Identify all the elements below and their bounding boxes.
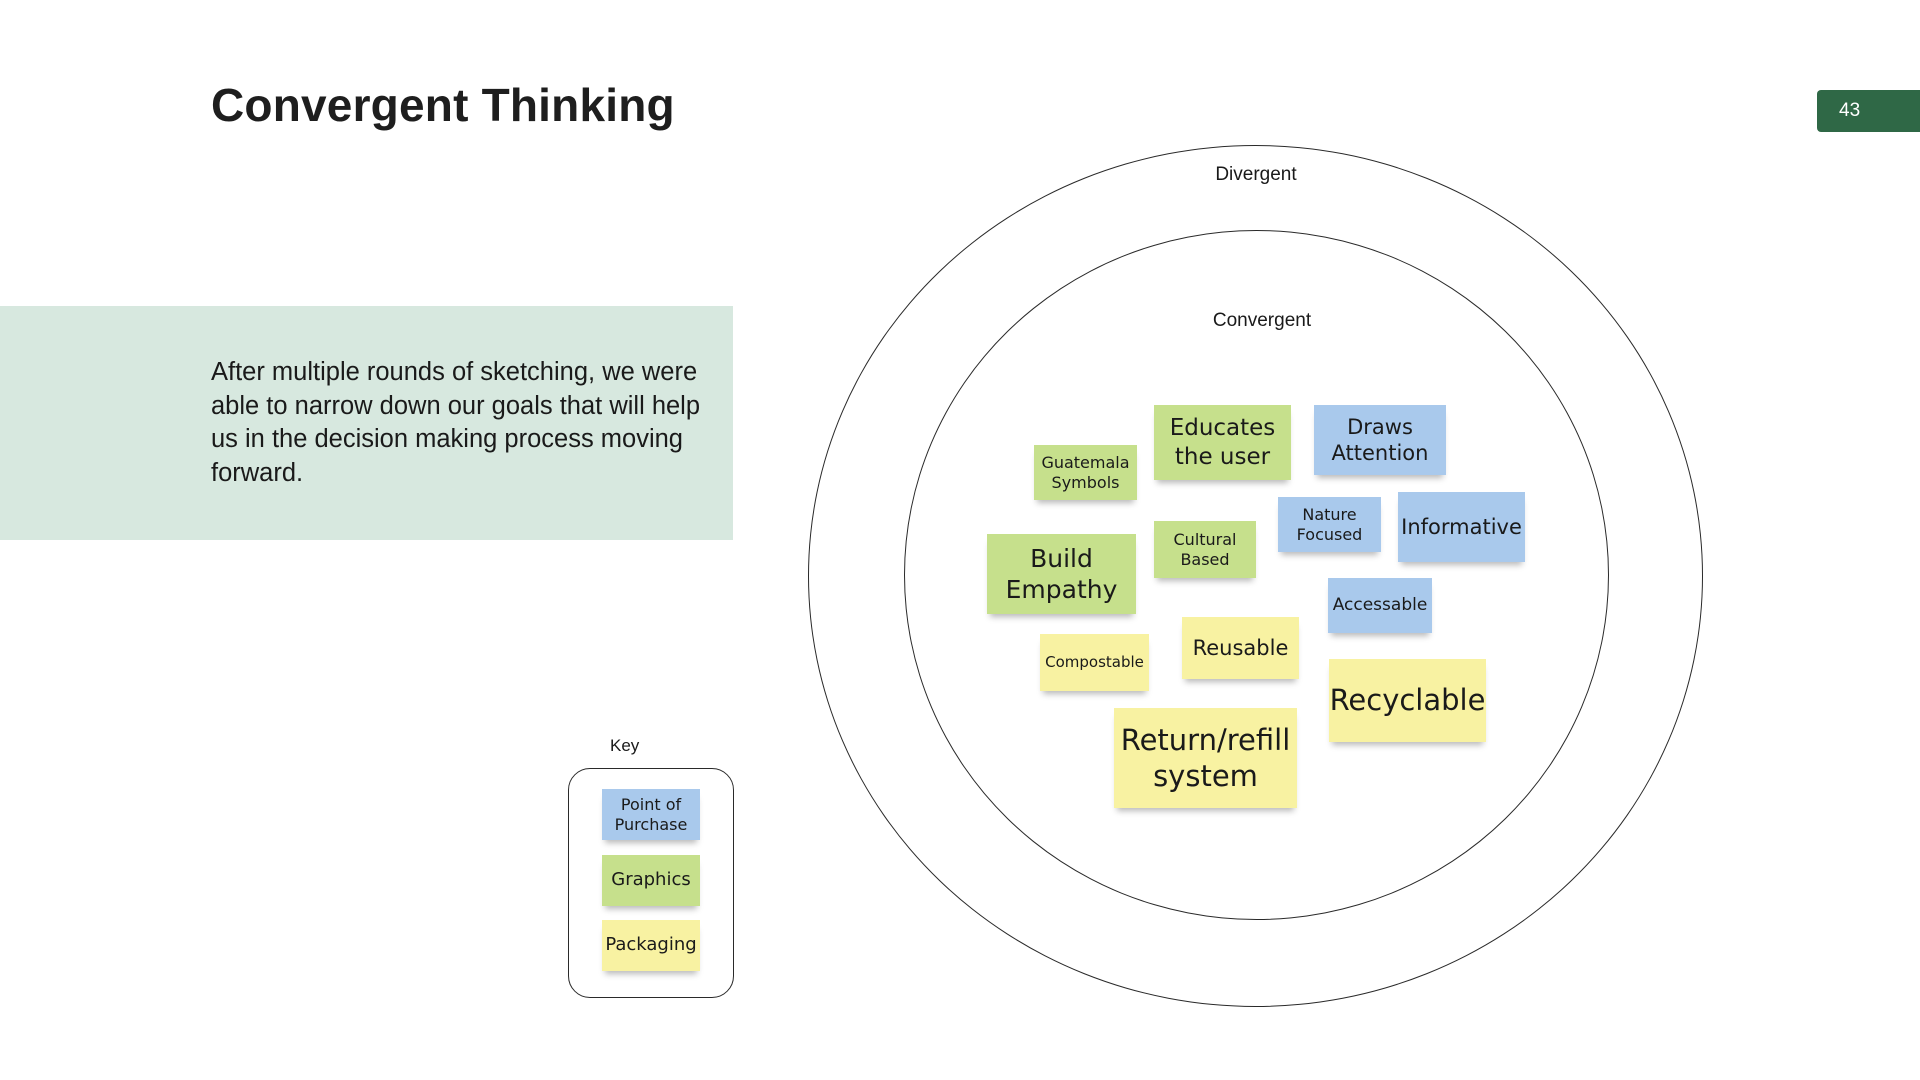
key-label: Key	[610, 736, 640, 755]
key-box	[568, 768, 734, 998]
slide-title: Convergent Thinking	[211, 79, 675, 131]
note-accessable: Accessable	[1328, 578, 1432, 633]
note-guatemala-symbols: Guatemala Symbols	[1034, 445, 1137, 500]
note-informative: Informative	[1398, 492, 1525, 562]
key-graphics: Graphics	[602, 855, 700, 906]
convergent-label: Convergent	[1212, 310, 1312, 331]
intro-text: After multiple rounds of sketching, we w…	[211, 358, 701, 487]
convergent-ring	[904, 230, 1609, 920]
note-draws-attention: Draws Attention	[1314, 405, 1446, 475]
intro-panel: After multiple rounds of sketching, we w…	[0, 306, 733, 540]
note-build-empathy: Build Empathy	[987, 534, 1136, 614]
key-packaging: Packaging	[602, 920, 700, 971]
note-return-refill-system: Return/refill system	[1114, 708, 1297, 808]
note-compostable: Compostable	[1040, 634, 1149, 691]
note-recyclable: Recyclable	[1329, 659, 1486, 742]
divergent-ring	[808, 145, 1703, 1007]
note-nature-focused: Nature Focused	[1278, 497, 1381, 552]
divergent-label: Divergent	[1215, 164, 1297, 185]
page-number-badge: 43	[1817, 90, 1920, 132]
note-reusable: Reusable	[1182, 617, 1299, 679]
note-educates-the-user: Educates the user	[1154, 405, 1291, 480]
key-point-of-purchase: Point of Purchase	[602, 789, 700, 840]
note-cultural-based: Cultural Based	[1154, 521, 1256, 578]
